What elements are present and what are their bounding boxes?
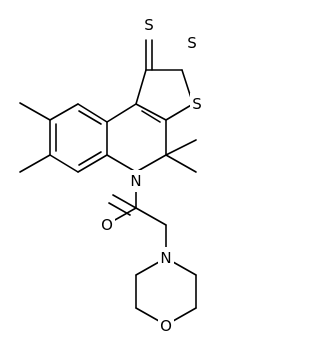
morpholine-oxygen: O — [160, 317, 172, 335]
bond — [106, 154, 137, 173]
bond — [77, 103, 108, 123]
bond — [165, 103, 194, 121]
carbonyl-bond — [112, 194, 137, 209]
carbonyl-oxygen-label: O — [99, 214, 115, 236]
ring-nitrogen: N — [130, 172, 141, 190]
ring-sulfur-1-label: S — [185, 32, 199, 54]
carbonyl-bond — [108, 202, 131, 216]
ring-nitrogen-label: N — [128, 170, 144, 192]
bond — [49, 154, 79, 173]
methyl-bond — [165, 154, 197, 173]
ring-sulfur-2-label: S — [190, 93, 204, 115]
bond — [135, 69, 147, 105]
thione-sulfur: S — [144, 16, 154, 34]
bond — [135, 103, 167, 121]
bond — [106, 103, 137, 123]
bond — [135, 154, 167, 173]
benzene-ring — [49, 103, 108, 173]
dihydroquinoline-ring — [106, 103, 167, 173]
bond — [78, 110, 102, 125]
bond — [77, 154, 108, 173]
bond — [141, 110, 161, 123]
methyl-bond — [165, 139, 197, 156]
methyl-bond — [19, 154, 51, 173]
bond — [49, 103, 79, 121]
methyl-bond — [19, 102, 51, 121]
morpholine-oxygen-label: O — [158, 315, 174, 337]
molecule-structure: S S S N O N O — [19, 14, 204, 337]
bond — [78, 151, 102, 166]
morpholine-nitrogen: N — [160, 249, 171, 267]
bond — [135, 207, 167, 226]
thione-sulfur-label: S — [142, 14, 156, 36]
ring-sulfur-1: S — [187, 34, 197, 52]
ring-sulfur-2: S — [192, 95, 202, 113]
morpholine-nitrogen-label: N — [158, 247, 174, 269]
carbonyl-oxygen: O — [101, 216, 113, 234]
